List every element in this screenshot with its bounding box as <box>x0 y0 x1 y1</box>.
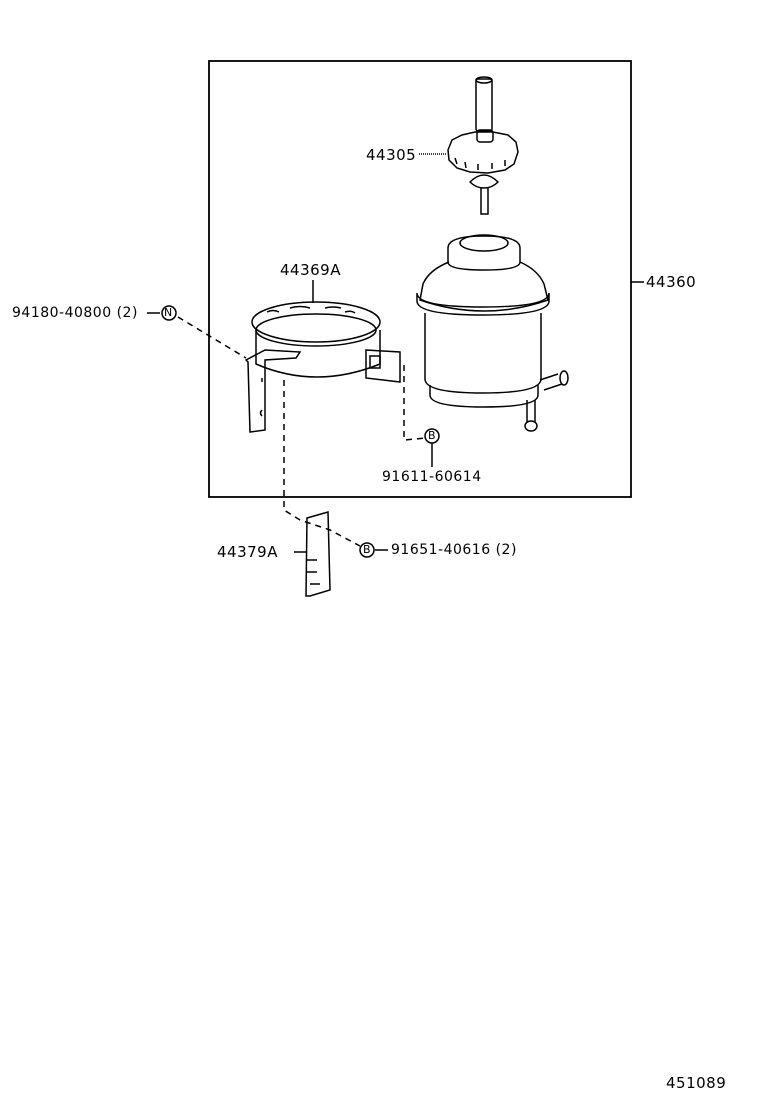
bracket-band-drawing <box>244 280 401 433</box>
connector-lines <box>177 316 427 547</box>
bolt-symbol-circle-2 <box>359 542 375 558</box>
nut-symbol-letter: N <box>164 306 173 319</box>
reservoir-tank-drawing <box>416 234 569 432</box>
bracket-plate-drawing <box>294 511 331 597</box>
label-91651-40616: 91651-40616 (2) <box>391 542 517 558</box>
bolt-symbol-letter-1: B <box>428 429 437 442</box>
label-44379A: 44379A <box>217 543 278 561</box>
assembly-frame <box>208 60 632 498</box>
nut-symbol-circle <box>161 305 177 321</box>
figure-number: 451089 <box>666 1074 727 1092</box>
label-44369A: 44369A <box>280 261 341 279</box>
label-44360: 44360 <box>646 273 697 291</box>
reservoir-cap-drawing <box>419 76 519 215</box>
bolt-symbol-letter-2: B <box>363 543 372 556</box>
label-44305: 44305 <box>366 146 417 164</box>
label-91611-60614: 91611-60614 <box>382 469 482 485</box>
label-94180-40800: 94180-40800 (2) <box>12 305 138 321</box>
